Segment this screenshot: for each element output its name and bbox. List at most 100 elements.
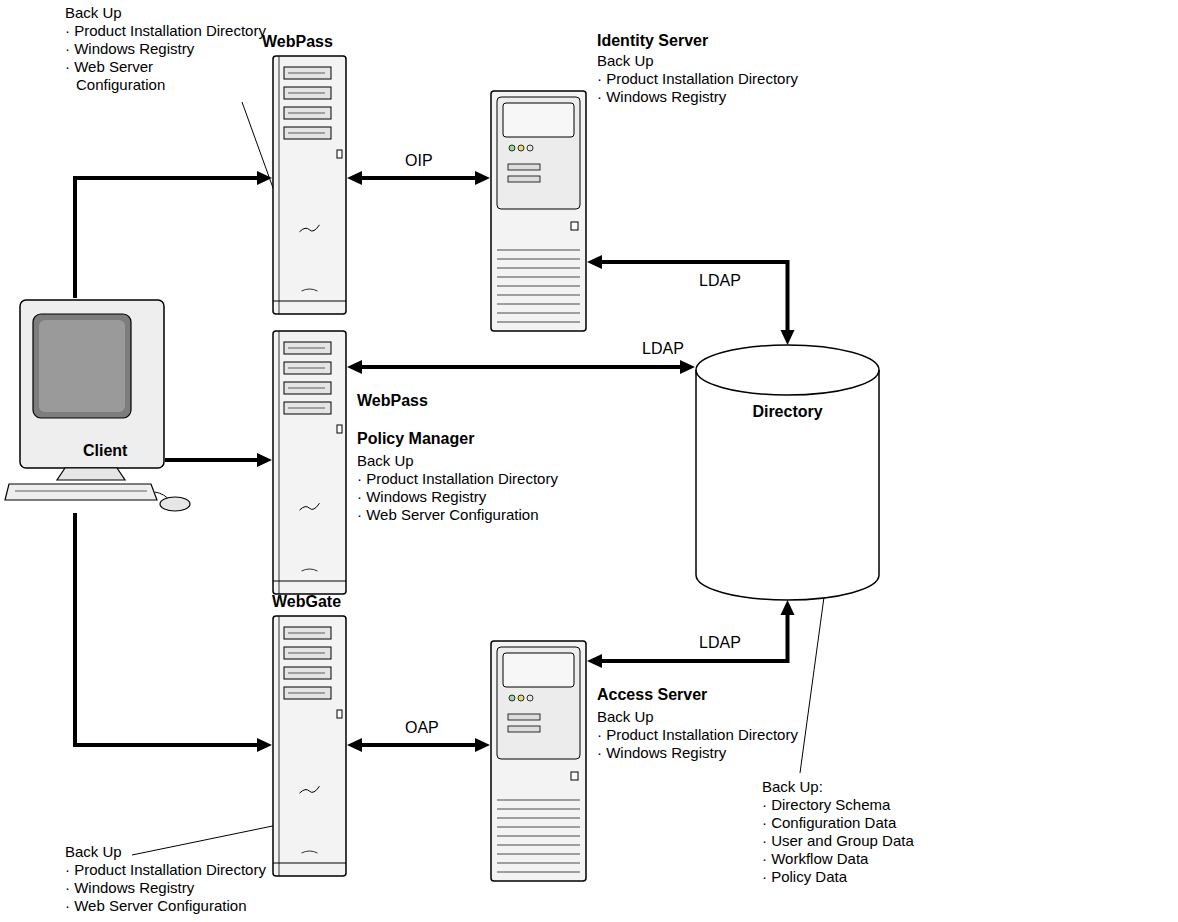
base-line: [273, 301, 346, 302]
backup-note: Back Up: [357, 452, 414, 470]
connector-line: [597, 610, 788, 661]
arrowhead: [475, 171, 490, 185]
backup-note: · Windows Registry: [65, 40, 194, 58]
arrowhead: [347, 360, 362, 374]
connector: [587, 600, 795, 668]
arrowhead: [347, 171, 362, 185]
drive-slot: [508, 176, 540, 182]
node-outline: [695, 345, 880, 600]
directory-database: Directory: [695, 345, 880, 600]
foot-mark: [302, 289, 318, 291]
connector: [75, 171, 272, 298]
connector-line: [357, 365, 685, 369]
vent-line: [497, 250, 580, 251]
connector-line: [165, 458, 262, 462]
bay-slot: [288, 368, 325, 369]
arrowhead: [587, 654, 602, 668]
server-tower: [273, 56, 346, 314]
status-led: [509, 145, 515, 151]
status-led: [527, 145, 533, 151]
client-workstation: Client: [5, 298, 165, 513]
node-label: WebGate: [272, 593, 341, 611]
display-area: [503, 103, 574, 137]
power-button: [337, 425, 342, 433]
backup-note: · Web Server Configuration: [65, 897, 246, 915]
base-line: [273, 863, 346, 864]
backup-note: · Product Installation Directory: [65, 861, 266, 879]
database-cylinder: [696, 345, 879, 600]
node-outline: [272, 615, 347, 877]
arrowhead: [781, 330, 795, 345]
connector-line: [357, 176, 480, 180]
status-led: [518, 145, 524, 151]
bay-slot: [288, 113, 325, 114]
vent-line: [497, 259, 580, 260]
mouse: [160, 497, 190, 511]
vent-line: [497, 304, 580, 305]
backup-note: · Web Server Configuration: [65, 58, 216, 94]
backup-note: · Directory Schema: [762, 796, 890, 814]
logo-mark: [300, 503, 320, 510]
protocol-label: LDAP: [697, 272, 743, 290]
arrowhead: [587, 255, 602, 269]
node-outline: [272, 330, 347, 595]
arrowhead: [680, 360, 695, 374]
display-area: [503, 653, 574, 687]
vent-line: [497, 313, 580, 314]
backup-note: · Product Installation Directory: [357, 470, 558, 488]
backup-note: · Product Installation Directory: [597, 70, 798, 88]
leader-line: [800, 597, 824, 773]
drive-bay: [284, 87, 331, 99]
node-label: Directory: [752, 403, 822, 421]
node-outline: [5, 298, 165, 513]
power-button: [571, 222, 578, 230]
node-outline: [272, 55, 347, 315]
drive-slot: [508, 164, 540, 170]
protocol-label: OAP: [403, 719, 441, 737]
server-case: [491, 641, 586, 881]
base-line: [273, 581, 346, 582]
backup-note: · Windows Registry: [357, 488, 486, 506]
protocol-label: LDAP: [697, 634, 743, 652]
drive-slot: [508, 726, 540, 732]
keyboard: [5, 484, 157, 500]
connector: [75, 513, 272, 752]
node-outline: [490, 90, 587, 332]
backup-note: · Windows Registry: [597, 88, 726, 106]
vent-line: [497, 818, 580, 819]
vent-line: [497, 286, 580, 287]
vent-line: [497, 854, 580, 855]
backup-note: · Configuration Data: [762, 814, 896, 832]
drive-bay: [284, 342, 331, 354]
drive-bay: [284, 67, 331, 79]
connector: [587, 255, 795, 345]
monitor-bezel: [20, 300, 164, 468]
bay-slot: [288, 388, 325, 389]
server-tower-node: WebPass: [272, 55, 347, 315]
bay-slot: [288, 633, 325, 634]
backup-note: · Workflow Data: [762, 850, 868, 868]
connector: [347, 171, 490, 185]
panel-edge: [279, 331, 280, 594]
vent-line: [497, 863, 580, 864]
bay-slot: [288, 93, 325, 94]
drive-bay: [284, 107, 331, 119]
keyboard-keys: [15, 491, 147, 492]
backup-note: · Product Installation Directory: [597, 726, 798, 744]
backup-note: Back Up: [65, 4, 122, 22]
cylinder-rim: [696, 370, 879, 395]
server-tower-node: WebPassPolicy Manager: [272, 330, 347, 595]
arrowhead: [347, 738, 362, 752]
connector-line: [75, 513, 262, 745]
protocol-label: LDAP: [640, 340, 686, 358]
arrowhead: [257, 171, 272, 185]
drive-slot: [508, 714, 540, 720]
drive-bay: [284, 362, 331, 374]
vent-line: [497, 836, 580, 837]
node-label: Client: [83, 442, 127, 460]
arrowhead: [781, 600, 795, 615]
connector: [165, 453, 272, 467]
vent-line: [497, 845, 580, 846]
node-label: WebPass: [262, 33, 333, 51]
